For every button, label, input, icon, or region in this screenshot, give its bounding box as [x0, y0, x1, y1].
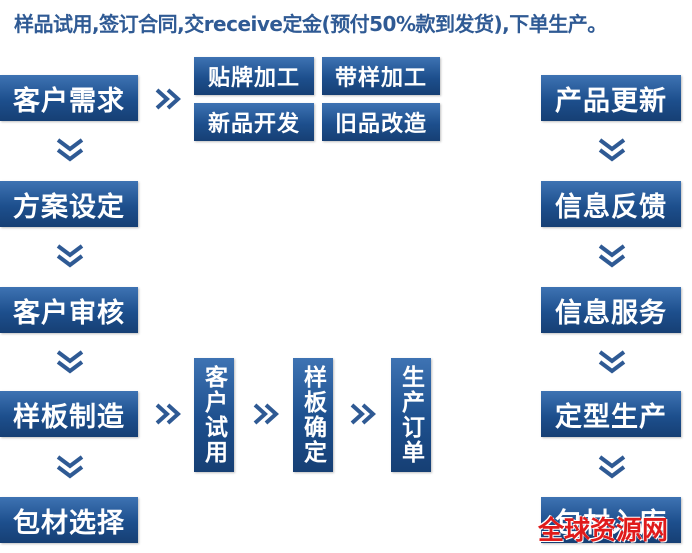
chevron-down-icon — [53, 244, 87, 268]
step-production-order: 生产订单 — [391, 358, 431, 472]
step-packaging-warehousing: 包材入库 — [541, 497, 681, 543]
chevron-down-icon — [53, 455, 87, 479]
chevron-down-icon — [595, 244, 629, 268]
service-new-product: 新品开发 — [194, 103, 314, 141]
step-mass-production: 定型生产 — [541, 391, 681, 437]
chevron-down-icon — [595, 138, 629, 162]
step-product-update: 产品更新 — [541, 75, 681, 121]
watermark: 全球资源网 — [538, 516, 669, 546]
step-sample-making: 样板制造 — [0, 391, 138, 437]
step-customer-review: 客户审核 — [0, 287, 138, 333]
chevron-right-icon — [150, 402, 184, 426]
service-oem: 贴牌加工 — [194, 57, 314, 95]
headline: 样品试用,签订合同,交receive定金(预付50%款到发货),下单生产。 — [14, 12, 607, 36]
step-plan-setting: 方案设定 — [0, 181, 138, 227]
step-customer-demand: 客户需求 — [0, 75, 138, 121]
chevron-right-icon — [150, 87, 184, 111]
chevron-down-icon — [595, 350, 629, 374]
service-product-renovation: 旧品改造 — [322, 103, 440, 141]
step-info-service: 信息服务 — [541, 287, 681, 333]
step-customer-trial: 客户试用 — [194, 358, 234, 472]
step-sample-confirmed: 样板确定 — [293, 358, 333, 472]
chevron-down-icon — [53, 350, 87, 374]
chevron-right-icon — [345, 402, 379, 426]
chevron-down-icon — [595, 455, 629, 479]
step-packaging-selection: 包材选择 — [0, 497, 138, 543]
step-feedback: 信息反馈 — [541, 181, 681, 227]
service-sample-processing: 带样加工 — [322, 57, 440, 95]
chevron-down-icon — [53, 138, 87, 162]
chevron-right-icon — [248, 402, 282, 426]
